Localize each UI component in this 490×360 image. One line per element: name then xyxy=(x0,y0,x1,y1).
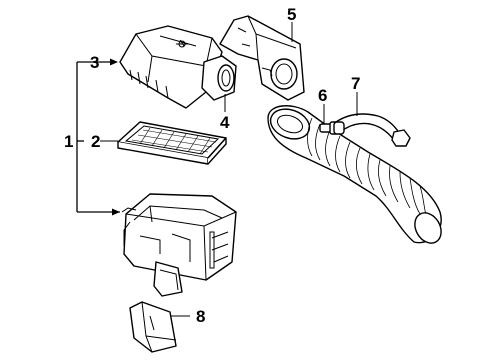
callout-4: 4 xyxy=(220,113,230,132)
callout-6: 6 xyxy=(318,86,327,105)
air-filter-element-icon xyxy=(117,121,227,165)
callout-8: 8 xyxy=(196,307,205,326)
assembly-bracket xyxy=(76,58,120,216)
air-cleaner-cover-icon xyxy=(119,25,237,109)
inlet-duct-icon xyxy=(129,301,177,353)
vent-hose-icon xyxy=(333,113,411,147)
callout-3: 3 xyxy=(90,53,99,72)
callout-2: 2 xyxy=(91,132,100,151)
air-cleaner-housing-icon xyxy=(121,193,237,297)
resonator-duct-icon xyxy=(219,15,305,101)
callout-1: 1 xyxy=(64,132,73,151)
callout-5: 5 xyxy=(287,5,296,24)
intake-duct-icon xyxy=(267,105,442,244)
callout-7: 7 xyxy=(351,74,360,93)
leader-lines xyxy=(100,22,358,317)
